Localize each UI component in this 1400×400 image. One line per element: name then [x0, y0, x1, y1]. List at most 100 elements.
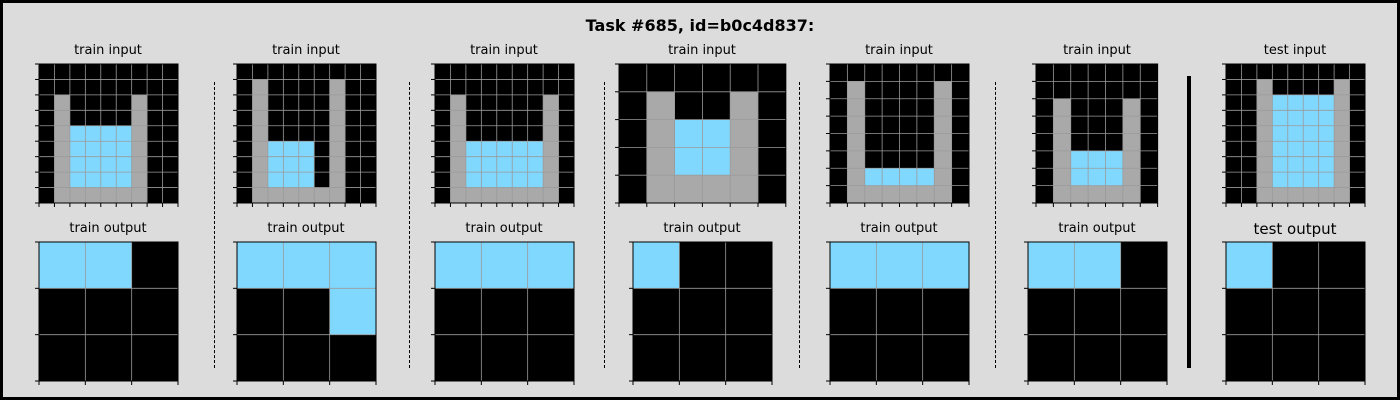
grid-cell: [146, 125, 163, 142]
grid-cell: [916, 64, 935, 82]
grid-cell: [1287, 141, 1304, 157]
grid-cell: [251, 94, 268, 111]
grid-cell: [1225, 110, 1242, 127]
grid-cell: [922, 334, 969, 382]
grid-cell: [1225, 94, 1242, 111]
grid-cell: [729, 147, 758, 176]
grid-cell: [434, 110, 451, 127]
grid-frame: [829, 241, 969, 382]
grid-cell: [434, 79, 451, 96]
grid-cell: [1240, 141, 1257, 157]
grid-cell: [674, 64, 703, 93]
grid-cell: [1333, 79, 1350, 96]
grid-cell: [100, 94, 117, 111]
grid-cell: [146, 64, 163, 80]
grid-frame: [434, 63, 574, 204]
grid-cell: [496, 110, 513, 127]
grid-frame: [38, 63, 178, 204]
grid-cell: [344, 172, 361, 188]
grid-cell: [1287, 156, 1304, 173]
grid-cell: [1302, 141, 1319, 157]
grid-cell: [1140, 133, 1159, 152]
train-input-label: train input: [74, 43, 142, 58]
grid-cell: [729, 91, 758, 120]
grid-cell: [864, 168, 882, 186]
pair-separator: [799, 82, 800, 368]
grid-cell: [527, 156, 543, 173]
grid-cell: [360, 156, 376, 173]
train-input-grid: [430, 63, 574, 207]
grid-cell: [115, 64, 132, 80]
train-input-label: train input: [470, 43, 538, 58]
grid-cell: [267, 64, 284, 80]
grid-cell: [558, 64, 574, 80]
grid-cell: [282, 334, 330, 382]
grid-cell: [282, 187, 299, 204]
grid-cell: [236, 288, 284, 335]
grid-cell: [115, 110, 132, 127]
grid-cell: [846, 64, 865, 82]
grid-cell: [298, 110, 315, 127]
train-output-label: train output: [860, 221, 938, 236]
grid-cell: [298, 156, 315, 173]
grid-cell: [251, 79, 268, 96]
grid-cell: [267, 125, 284, 142]
grid-cell: [53, 79, 70, 96]
grid-cell: [1287, 110, 1304, 127]
test-output-grid: [1221, 241, 1365, 385]
grid-frame: [1027, 241, 1167, 382]
grid-cell: [434, 187, 451, 204]
grid-cell: [84, 141, 101, 157]
train-output-grid: [430, 241, 574, 385]
grid-cell: [1225, 64, 1242, 80]
grid-cell: [69, 125, 86, 142]
grid-cell: [38, 141, 55, 157]
grid-cell: [267, 172, 284, 188]
grid-cell: [267, 141, 284, 157]
grid-cell: [38, 242, 86, 289]
grid-cell: [69, 79, 86, 96]
pair-separator: [409, 82, 410, 368]
grid-cell: [511, 141, 528, 157]
grid-cell: [511, 94, 528, 111]
grid-cell: [646, 64, 675, 93]
grid-cell: [864, 133, 882, 152]
grid-cell: [1105, 150, 1124, 169]
grid-cell: [1123, 185, 1141, 204]
grid-cell: [1036, 150, 1054, 169]
grid-cell: [69, 64, 86, 80]
grid-cell: [1225, 141, 1242, 157]
grid-cell: [53, 125, 70, 142]
grid-cell: [38, 79, 55, 96]
grid-cell: [282, 64, 299, 80]
grid-cell: [846, 81, 865, 100]
train-input-grid: [1032, 63, 1159, 207]
grid-cell: [496, 94, 513, 111]
grid-cell: [527, 141, 543, 157]
grid-cell: [1318, 125, 1334, 142]
grid-cell: [1256, 156, 1273, 173]
grid-frame: [236, 241, 376, 382]
grid-cell: [1240, 64, 1257, 80]
grid-cell: [527, 125, 543, 142]
grid-cell: [298, 94, 315, 111]
grid-cell: [899, 116, 917, 134]
grid-cell: [360, 187, 376, 204]
grid-cell: [618, 64, 647, 93]
grid-cell: [701, 147, 731, 176]
grid-cell: [465, 125, 482, 142]
grid-cell: [38, 94, 55, 111]
grid-cell: [69, 172, 86, 188]
pair-separator: [604, 82, 605, 368]
grid-cell: [344, 94, 361, 111]
grid-cell: [360, 94, 376, 111]
grid-cell: [1053, 168, 1072, 186]
grid-frame: [38, 241, 178, 382]
grid-cell: [701, 175, 731, 204]
grid-cell: [1070, 116, 1089, 134]
grid-cell: [480, 141, 497, 157]
grid-cell: [701, 119, 731, 148]
grid-cell: [1027, 242, 1075, 289]
grid-cell: [115, 125, 132, 142]
grid-cell: [329, 156, 345, 173]
